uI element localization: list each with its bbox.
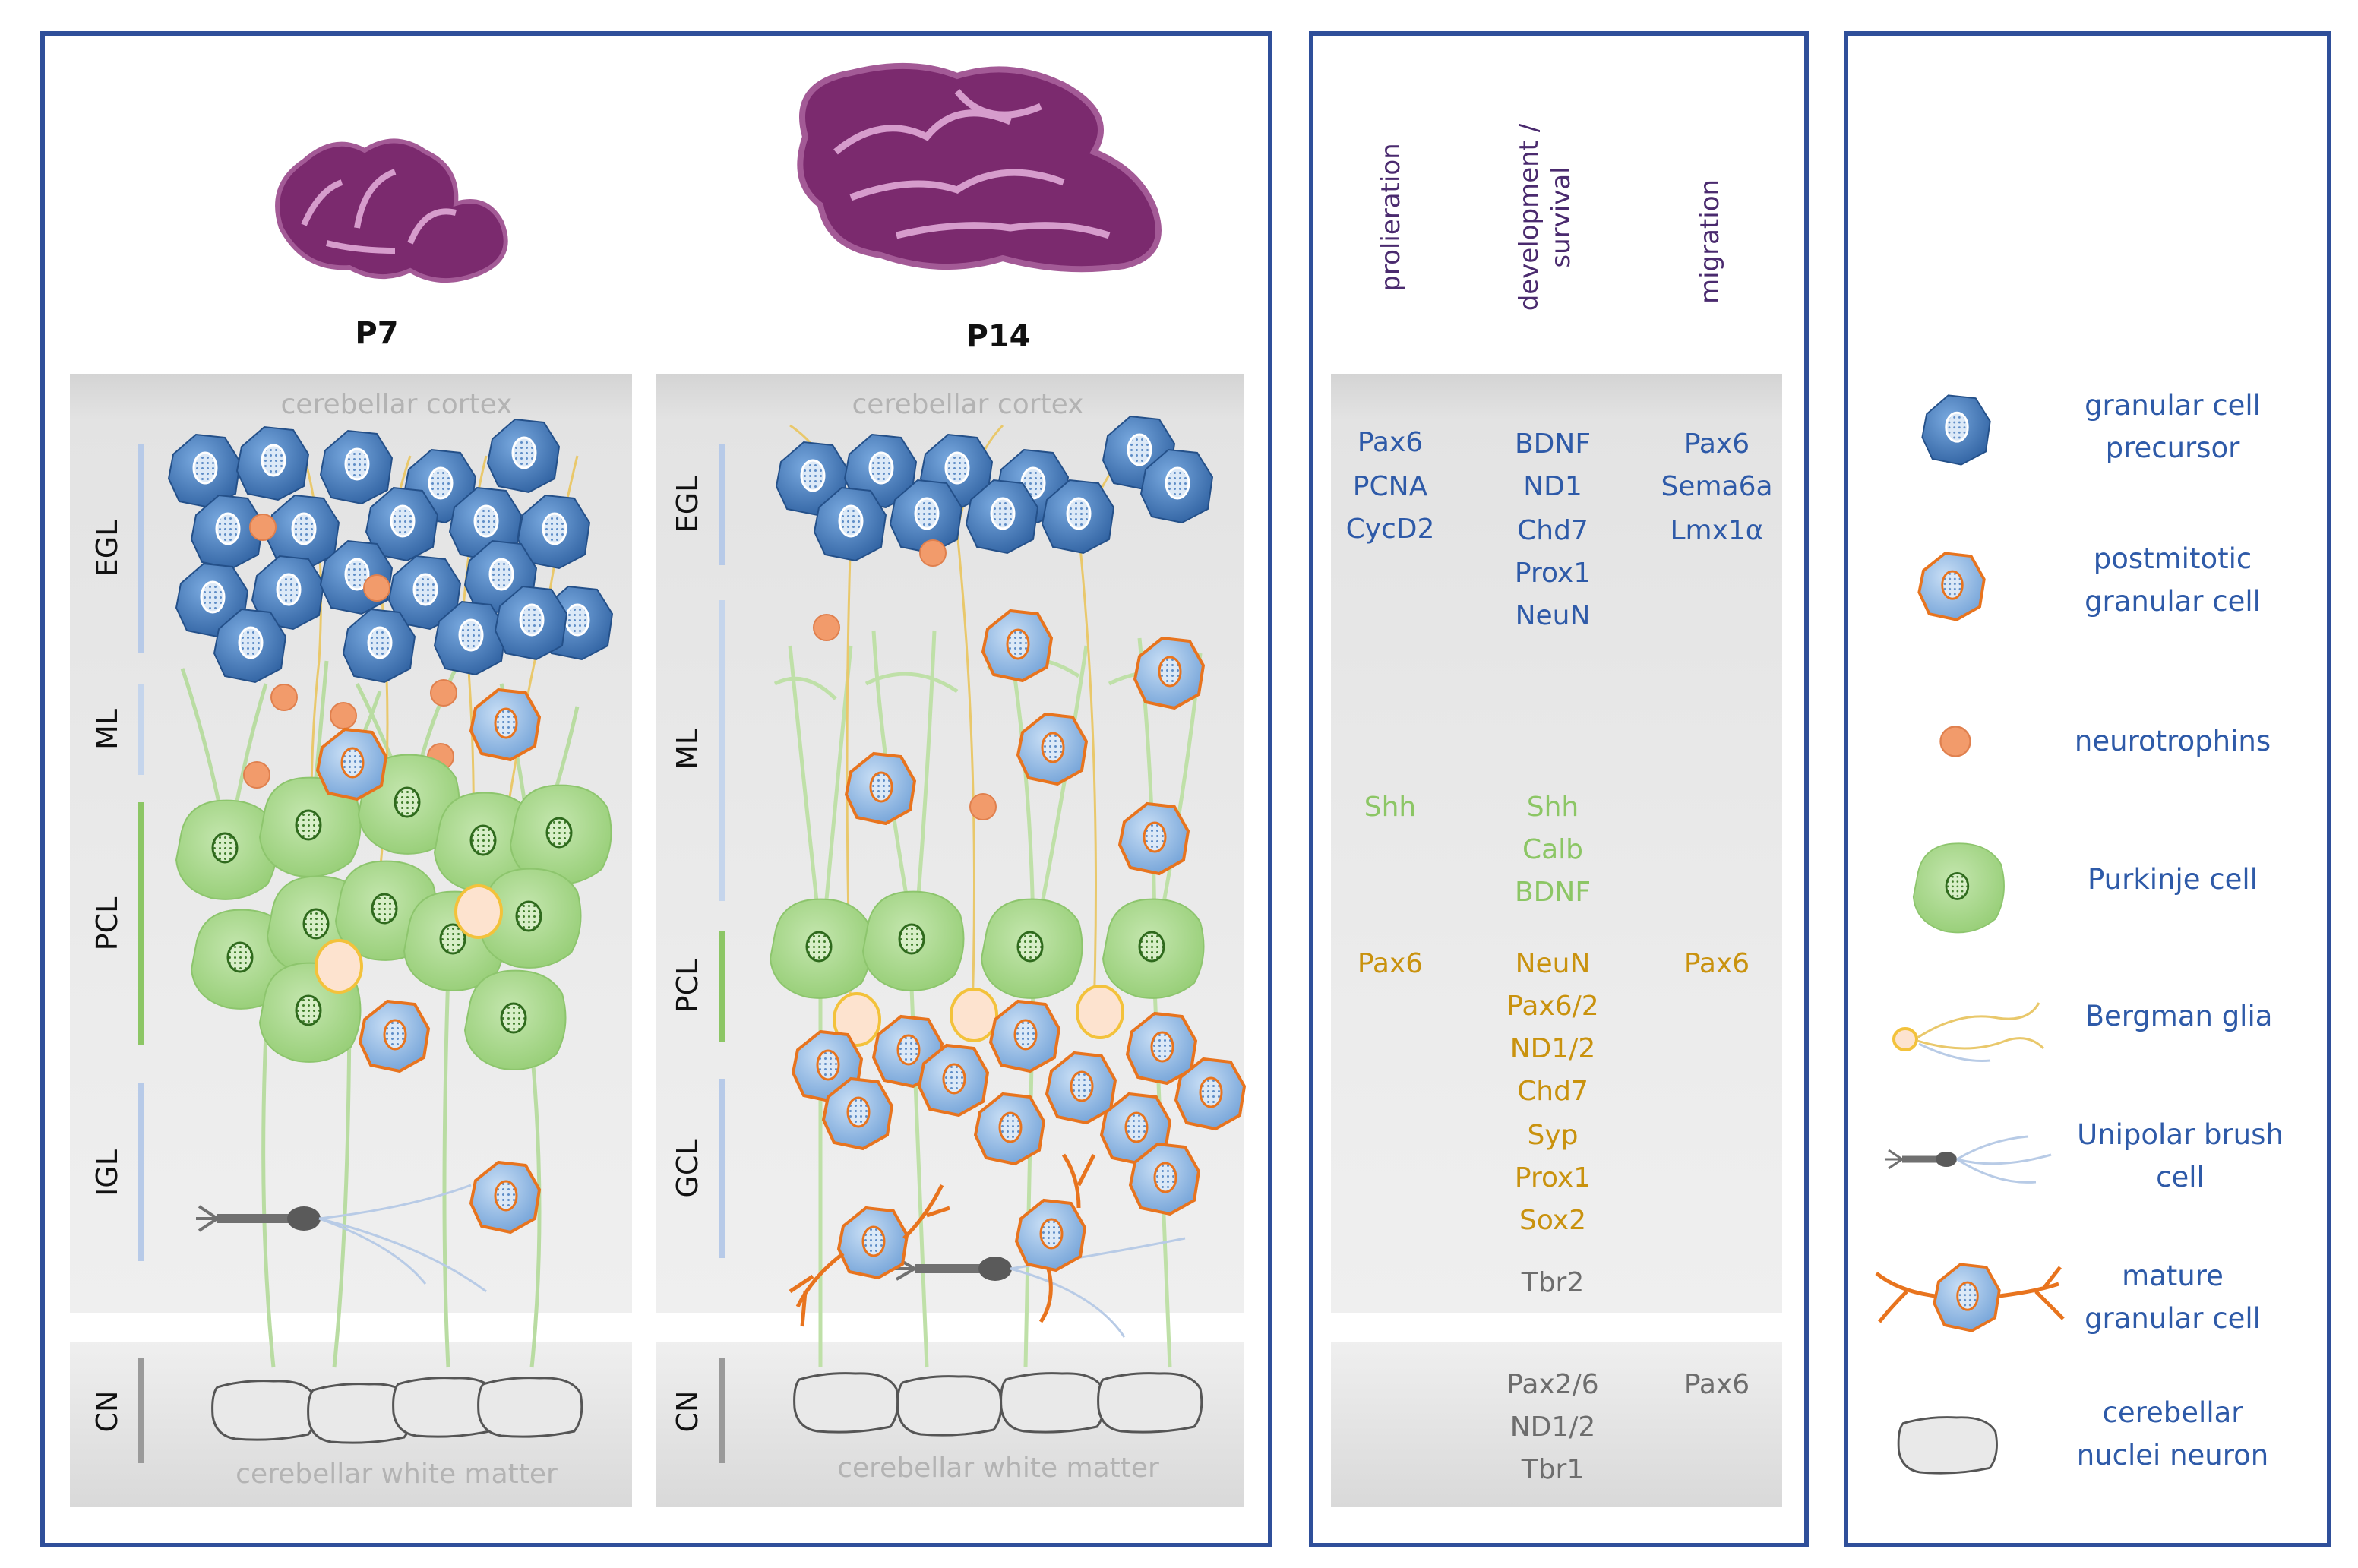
factor-pcl-mig-1: Pax6: [1684, 948, 1750, 979]
p14-stage-label: P14: [966, 319, 1031, 354]
cerebellar-nuclei-neuron-icon: [1897, 1416, 1998, 1475]
factor-pcl-dev-6: Prox1: [1515, 1162, 1591, 1193]
p7-cortex-label: cerebellar cortex: [281, 389, 513, 420]
factor-egl-prolif-3: CycD2: [1346, 514, 1435, 545]
factor-cn-dev-1: Pax2/6: [1506, 1369, 1598, 1400]
legend-label: cerebellar: [2103, 1396, 2244, 1429]
factor-cn-mig-1: Pax6: [1684, 1369, 1750, 1400]
header-development-line1: development /: [1514, 123, 1544, 311]
p14-layer-pcl: PCL: [671, 959, 704, 1013]
unipolar-brush-cell-icon: [1885, 1135, 2052, 1184]
factor-pcl-dev-7: Sox2: [1519, 1205, 1586, 1236]
legend-label: granular cell: [2085, 585, 2261, 618]
p14-white-matter-label: cerebellar white matter: [837, 1453, 1159, 1484]
legend-item-purkinje-cell: Purkinje cell: [1912, 842, 2258, 934]
factor-pcl-prolif-1: Pax6: [1358, 948, 1423, 979]
factors-cortex-band: [1331, 374, 1782, 1313]
p7-stage-label: P7: [355, 316, 398, 351]
factor-gcl-tbr2: Tbr2: [1521, 1267, 1585, 1298]
legend-label: granular cell: [2085, 1302, 2261, 1335]
p7-layer-egl: EGL: [90, 520, 124, 577]
factor-pcl-dev-1: NeuN: [1516, 948, 1591, 979]
legend-item-neurotrophins: neurotrophins: [1939, 725, 2271, 757]
bergman-glia-icon: [1892, 1002, 2045, 1062]
p7-cn-neurons: [211, 1377, 583, 1444]
factor-pcl-dev-5: Syp: [1527, 1120, 1578, 1151]
factor-ml-prolif-1: Shh: [1364, 792, 1416, 823]
factor-egl-prolif-1: Pax6: [1358, 427, 1423, 458]
neurotrophins-icon: [1939, 726, 1971, 757]
legend-label: neurotrophins: [2075, 725, 2271, 757]
factor-egl-mig-2: Sema6a: [1661, 471, 1772, 502]
p14-layer-ml: ML: [671, 729, 704, 770]
p7-layer-igl: IGL: [90, 1149, 124, 1197]
legend-label: Purkinje cell: [2088, 863, 2258, 896]
p14-cortex-label: cerebellar cortex: [852, 389, 1084, 420]
factors-egl: Pax6 PCNA CycD2 BDNF ND1 Chd7 Prox1 NeuN…: [1346, 427, 1773, 631]
factor-egl-prolif-2: PCNA: [1353, 471, 1428, 502]
legend-label: precursor: [2106, 432, 2241, 464]
legend-label: postmitotic: [2094, 542, 2252, 575]
factor-egl-dev-1: BDNF: [1515, 428, 1591, 460]
legend-label: Bergman glia: [2085, 1000, 2273, 1032]
factor-pcl-dev-4: Chd7: [1517, 1076, 1588, 1107]
p14-layer-gcl: GCL: [671, 1139, 704, 1197]
legend-item-granular-cell-precursor: granular cell precursor: [1920, 389, 2261, 466]
legend-label: cell: [2156, 1161, 2205, 1193]
factor-pcl-dev-2: Pax6/2: [1506, 991, 1598, 1022]
legend-label: nuclei neuron: [2077, 1439, 2268, 1472]
legend-item-postmitotic-granular-cell: postmitotic granular cell: [1917, 542, 2261, 621]
factors-pcl-gcl: Pax6 NeuN Pax6/2 ND1/2 Chd7 Syp Prox1 So…: [1358, 948, 1750, 1298]
factor-egl-dev-4: Prox1: [1515, 558, 1591, 589]
factor-egl-dev-3: Chd7: [1517, 515, 1588, 546]
legend-item-mature-granular-cell: mature granular cell: [1875, 1260, 2261, 1335]
p7-unipolar-brush-cell: [196, 1184, 487, 1293]
p14-cerebellum-section-image: [797, 62, 1162, 273]
legend-label: Unipolar brush: [2077, 1118, 2284, 1151]
p7-white-matter-label: cerebellar white matter: [235, 1459, 558, 1490]
p7-cerebellum-section-image: [275, 138, 508, 283]
factors-cn: Pax2/6 ND1/2 Tbr1 Pax6: [1506, 1369, 1750, 1485]
p7-layer-cn: CN: [90, 1391, 124, 1433]
header-proliferation: prolieration: [1376, 143, 1406, 291]
p14-layer-cn: CN: [671, 1391, 704, 1433]
legend-item-bergman-glia: Bergman glia: [1892, 1000, 2273, 1062]
factor-cn-dev-2: ND1/2: [1510, 1412, 1596, 1443]
legend-item-cerebellar-nuclei-neuron: cerebellar nuclei neuron: [1897, 1396, 2268, 1475]
factor-pcl-dev-3: ND1/2: [1510, 1033, 1596, 1064]
legend-label: mature: [2122, 1260, 2224, 1292]
factor-ml-dev-3: BDNF: [1515, 877, 1591, 908]
factor-egl-mig-3: Lmx1α: [1670, 515, 1763, 546]
p14-layer-egl: EGL: [671, 476, 704, 533]
factor-cn-dev-3: Tbr1: [1521, 1454, 1585, 1485]
factor-ml-dev-1: Shh: [1527, 792, 1579, 823]
factor-egl-dev-5: NeuN: [1516, 600, 1591, 631]
p7-layer-pcl: PCL: [90, 897, 124, 951]
mature-granular-cell-icon: [1875, 1263, 2065, 1332]
p7-egl-precursor-cells: [167, 418, 614, 684]
factor-ml-dev-2: Calb: [1522, 834, 1583, 865]
legend-label: granular cell: [2085, 389, 2261, 422]
p7-layer-ml: ML: [90, 709, 124, 750]
p14-mature-granular-cells: [789, 1153, 1096, 1327]
purkinje-cell-icon: [1912, 842, 2006, 934]
factor-egl-mig-1: Pax6: [1684, 428, 1750, 460]
factor-egl-dev-2: ND1: [1523, 471, 1582, 502]
header-development-line2: survival: [1546, 166, 1576, 267]
header-migration: migration: [1695, 179, 1725, 304]
factors-ml: Shh Shh Calb BDNF: [1364, 792, 1591, 908]
legend-item-unipolar-brush-cell: Unipolar brush cell: [1885, 1118, 2284, 1193]
factors-cn-band: [1331, 1342, 1782, 1507]
